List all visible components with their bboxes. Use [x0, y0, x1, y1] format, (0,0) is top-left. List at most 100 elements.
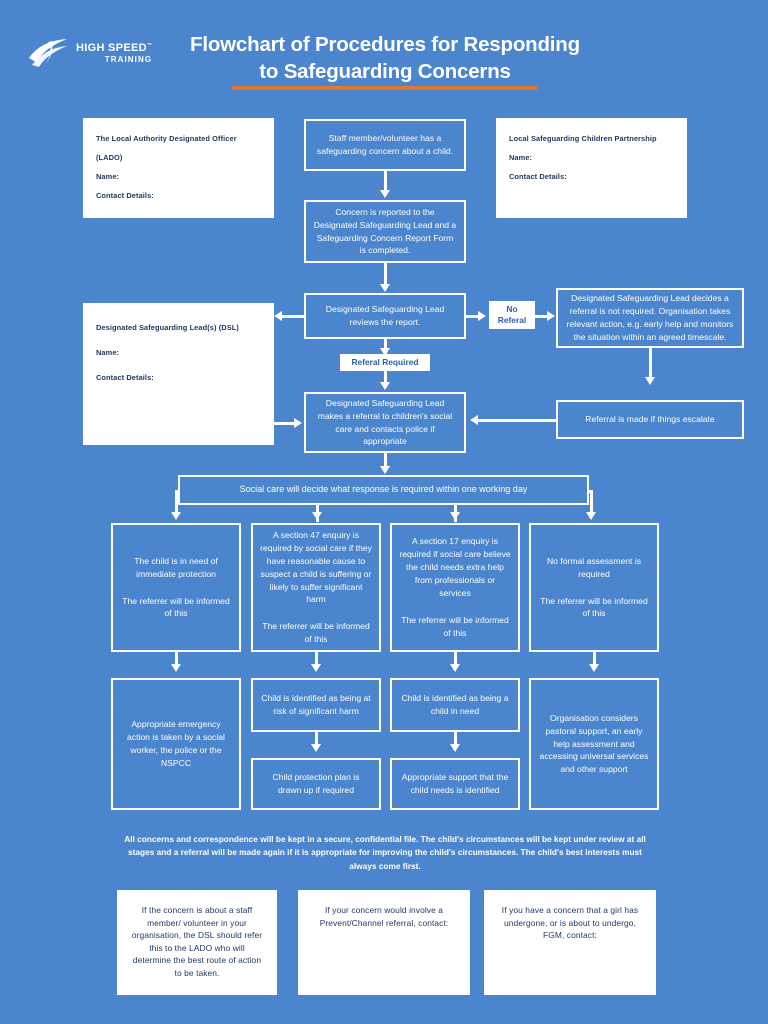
node-concern-raised: Staff member/volunteer has a safeguardin… [304, 119, 466, 171]
arrow-right-icon [478, 310, 486, 321]
node-concern-raised-text: Staff member/volunteer has a safeguardin… [316, 133, 454, 156]
connector-line [453, 652, 457, 668]
arrow-down-icon [310, 664, 321, 672]
arrow-left-icon [274, 310, 282, 321]
card-lado: The Local Authority Designated Officer (… [83, 118, 274, 218]
card-dsl-heading: Designated Safeguarding Lead(s) (DSL) [96, 323, 239, 332]
node-escalate-text: Referral is made if things escalate [585, 414, 715, 425]
connector-line [466, 314, 480, 318]
outcome-4-text: Organisation considers pastoral support,… [539, 712, 649, 775]
card-lscp: Local Safeguarding Children Partnership … [496, 118, 687, 218]
response-box-1: The child is in need of immediate protec… [111, 523, 241, 652]
arrow-down-icon [449, 512, 460, 520]
outcome-2-text: Child is identified as being at risk of … [261, 693, 371, 716]
node-no-referral-outcome: Designated Safeguarding Lead decides a r… [556, 288, 744, 348]
outcome-3-text: Child is identified as being a child in … [401, 693, 509, 716]
footer-card-fgm: If you have a concern that a girl has un… [484, 890, 656, 995]
connector-line [176, 490, 180, 493]
outcome-1-text: Appropriate emergency action is taken by… [127, 719, 225, 768]
node-social-care-decision-text: Social care will decide what response is… [239, 484, 528, 495]
outcome-box-2: Child is identified as being at risk of … [251, 678, 381, 732]
connector-line [383, 339, 387, 354]
response-4-referrer: The referrer will be informed of this [540, 595, 648, 619]
node-concern-reported: Concern is reported to the Designated Sa… [304, 200, 466, 263]
connector-line [383, 371, 387, 385]
node-dsl-reviews-text: Designated Safeguarding Lead reviews the… [325, 304, 445, 327]
arrow-down-icon [449, 744, 460, 752]
arrow-down-icon [379, 190, 390, 198]
outcome-box-3: Child is identified as being a child in … [390, 678, 520, 732]
response-1-referrer: The referrer will be informed of this [122, 595, 230, 619]
response-box-4: No formal assessment is required The ref… [529, 523, 659, 652]
card-lscp-contact-label: Contact Details: [509, 171, 567, 181]
tag-referral-required: Referal Required [340, 354, 430, 371]
arrow-down-icon [311, 512, 322, 520]
connector-line [282, 314, 304, 318]
page-title-line1: Flowchart of Procedures for Responding [190, 33, 580, 56]
connector-line [383, 171, 387, 193]
arrow-right-icon [294, 417, 302, 428]
arrow-down-icon [170, 664, 181, 672]
swoosh-icon [26, 36, 70, 70]
footer-card-lado-text: If the concern is about a staff member/ … [131, 905, 263, 979]
footer-note: All concerns and correspondence will be … [124, 834, 646, 871]
card-lado-heading: The Local Authority Designated Officer (… [96, 134, 237, 162]
node-escalate: Referral is made if things escalate [556, 400, 744, 439]
arrow-down-icon [379, 284, 390, 292]
footer-card-lado: If the concern is about a staff member/ … [117, 890, 277, 995]
connector-line [274, 421, 296, 425]
connector-line [648, 348, 652, 380]
connector-line [453, 732, 457, 748]
response-2-referrer: The referrer will be informed of this [262, 621, 370, 645]
connector-line [535, 314, 549, 318]
brand-name-line1: HIGH SPEED [76, 41, 147, 54]
arrow-down-icon [644, 377, 655, 385]
response-box-2: A section 47 enquiry is required by soci… [251, 523, 381, 652]
title-accent-rule [232, 86, 537, 90]
connector-line [314, 652, 318, 668]
arrow-down-icon [310, 744, 321, 752]
outcome-box-4: Organisation considers pastoral support,… [529, 678, 659, 810]
connector-line [383, 263, 387, 287]
arrow-down-icon [379, 382, 390, 390]
connector-line [314, 732, 318, 748]
tag-no-referral: No Referal [489, 301, 535, 329]
node-dsl-reviews: Designated Safeguarding Lead reviews the… [304, 293, 466, 339]
response-3-referrer: The referrer will be informed of this [401, 614, 509, 638]
arrow-down-icon [379, 348, 390, 356]
node-concern-reported-text: Concern is reported to the Designated Sa… [313, 206, 457, 256]
page-title-line2: to Safeguarding Concerns [259, 60, 511, 84]
node-social-care-decision: Social care will decide what response is… [178, 475, 589, 505]
followup-2-text: Child protection plan is drawn up if req… [272, 772, 360, 795]
arrow-left-icon [470, 414, 478, 425]
page-title: Flowchart of Procedures for Responding t… [150, 31, 620, 85]
footer-card-prevent-text: If your concern would involve a Prevent/… [319, 905, 449, 928]
trademark-icon: ™ [146, 41, 153, 48]
response-4-main: No formal assessment is required [546, 555, 642, 579]
arrow-down-icon [449, 664, 460, 672]
arrow-down-icon [586, 512, 596, 520]
brand-logo: HIGH SPEED™ TRAINING [26, 33, 153, 73]
card-lado-name-label: Name: [96, 171, 120, 181]
connector-line [174, 652, 178, 668]
card-lscp-name-label: Name: [509, 152, 533, 162]
connector-line [592, 652, 596, 668]
connector-line [590, 490, 593, 515]
response-2-main: A section 47 enquiry is required by soci… [260, 529, 372, 605]
followup-box-3: Appropriate support that the child needs… [390, 758, 520, 810]
footer-card-prevent: If your concern would involve a Prevent/… [298, 890, 470, 995]
followup-3-text: Appropriate support that the child needs… [401, 772, 509, 795]
connector-line [383, 453, 387, 469]
brand-name-line2: TRAINING [104, 54, 153, 64]
card-lscp-heading: Local Safeguarding Children Partnership [509, 134, 657, 143]
arrow-down-icon [379, 466, 390, 474]
response-1-main: The child is in need of immediate protec… [134, 555, 218, 579]
tag-no-referral-text: No Referal [497, 303, 527, 325]
response-3-main: A section 17 enquiry is required if soci… [399, 536, 511, 598]
node-no-referral-outcome-text: Designated Safeguarding Lead decides a r… [566, 293, 734, 342]
connector-line [175, 490, 178, 515]
node-dsl-refers-text: Designated Safeguarding Lead makes a ref… [317, 397, 453, 447]
arrow-right-icon [547, 310, 555, 321]
followup-box-2: Child protection plan is drawn up if req… [251, 758, 381, 810]
